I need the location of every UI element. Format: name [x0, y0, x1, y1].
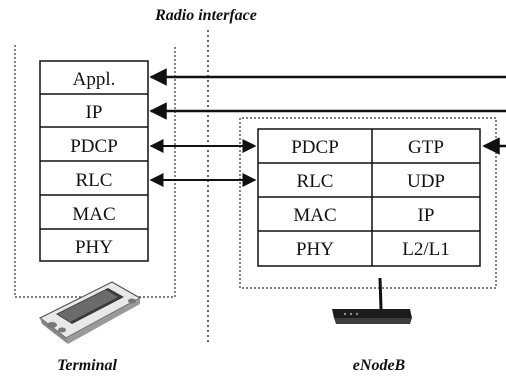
enodeb-boundary	[239, 117, 497, 289]
terminal-layer-appl: Appl.	[73, 69, 116, 90]
enodeb-layer-rlc: RLC	[297, 171, 334, 192]
terminal-stack: Appl. IP PDCP RLC MAC PHY	[39, 60, 149, 262]
terminal-layer-rlc: RLC	[76, 170, 113, 191]
enodeb-label: eNodeB	[353, 357, 406, 374]
terminal-layer-ip: IP	[86, 102, 103, 123]
enodeb-layer-gtp: GTP	[408, 137, 444, 158]
enodeb-layer-ip: IP	[418, 205, 435, 226]
radio-interface-title: Radio interface	[154, 7, 257, 24]
router-device-icon	[332, 277, 412, 324]
terminal-label: Terminal	[57, 357, 117, 374]
enodeb-layer-udp: UDP	[407, 171, 445, 192]
enodeb-stack: PDCP RLC MAC PHY GTP UDP IP L2/L1	[257, 128, 481, 267]
terminal-layer-pdcp: PDCP	[70, 136, 118, 157]
enodeb-layer-l2l1: L2/L1	[402, 239, 450, 260]
terminal-layer-mac: MAC	[72, 204, 115, 225]
pda-device-icon	[38, 281, 142, 344]
terminal-layer-phy: PHY	[75, 237, 113, 258]
enodeb-layer-pdcp: PDCP	[291, 137, 339, 158]
enodeb-layer-mac: MAC	[293, 205, 336, 226]
enodeb-layer-phy: PHY	[296, 239, 334, 260]
